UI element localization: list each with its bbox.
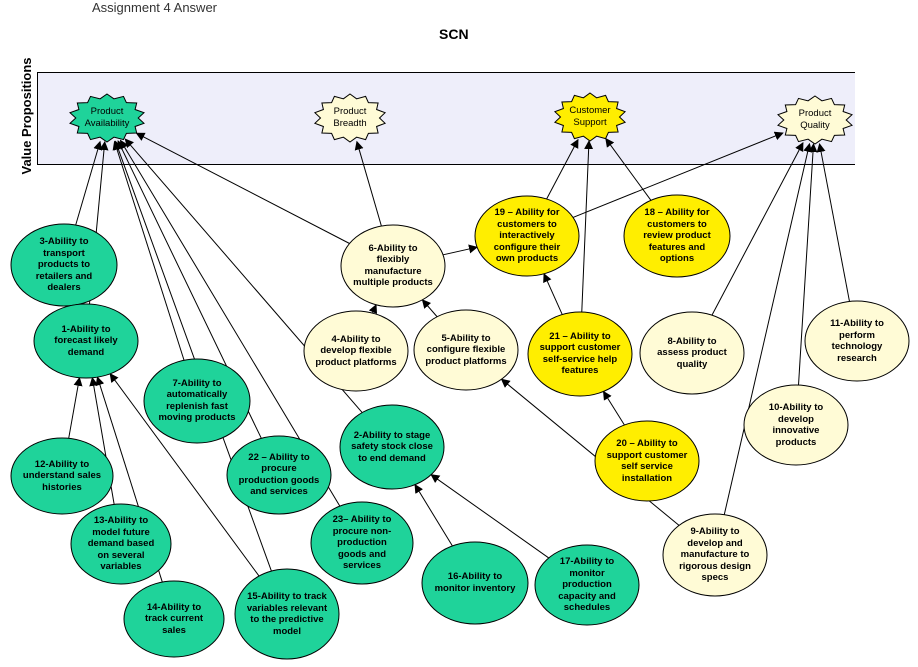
link-c9-to-pq bbox=[723, 142, 813, 515]
capability-c19[interactable] bbox=[474, 195, 580, 277]
capability-c16[interactable] bbox=[421, 541, 529, 625]
capability-c13[interactable] bbox=[70, 503, 172, 585]
capability-c15[interactable] bbox=[234, 568, 340, 660]
capability-c10[interactable] bbox=[743, 384, 849, 466]
capability-c9[interactable] bbox=[662, 513, 768, 597]
value-prop-cs[interactable] bbox=[553, 92, 627, 142]
link-c6-to-c19 bbox=[442, 244, 478, 256]
link-c15-to-c1 bbox=[109, 373, 260, 577]
link-c8-to-pq bbox=[711, 141, 804, 316]
capability-c5[interactable] bbox=[413, 309, 519, 391]
nodes-layer bbox=[10, 92, 910, 660]
link-c11-to-pq bbox=[816, 142, 850, 302]
capability-c11[interactable] bbox=[804, 300, 910, 382]
diagram-title: SCN bbox=[439, 26, 469, 42]
capability-c22[interactable] bbox=[226, 435, 332, 515]
value-prop-pq[interactable] bbox=[777, 95, 853, 145]
capability-c14[interactable] bbox=[123, 580, 225, 658]
link-c7-to-pa bbox=[112, 140, 185, 361]
link-c21-to-c19 bbox=[543, 272, 563, 315]
capability-c21[interactable] bbox=[527, 311, 633, 397]
capability-c23[interactable] bbox=[310, 501, 414, 585]
value-prop-pb[interactable] bbox=[313, 93, 387, 143]
capability-c3[interactable] bbox=[10, 223, 118, 307]
capability-c2[interactable] bbox=[339, 404, 445, 490]
capability-c18[interactable] bbox=[623, 194, 731, 278]
capability-c7[interactable] bbox=[143, 358, 251, 444]
value-prop-pa[interactable] bbox=[69, 93, 145, 143]
link-c20-to-c21 bbox=[602, 390, 625, 426]
capability-c17[interactable] bbox=[534, 544, 640, 626]
capability-c1[interactable] bbox=[33, 303, 139, 379]
link-c5-to-c6 bbox=[421, 299, 438, 318]
link-c6-to-pb bbox=[354, 140, 382, 227]
link-c17-to-c2 bbox=[430, 474, 550, 559]
capability-c6[interactable] bbox=[340, 224, 446, 308]
capability-c4[interactable] bbox=[303, 310, 409, 392]
link-c6-to-pa bbox=[135, 132, 350, 244]
link-c19-to-pq bbox=[572, 131, 784, 218]
capability-c12[interactable] bbox=[10, 437, 114, 515]
link-c16-to-c2 bbox=[414, 483, 453, 547]
assignment-title: Assignment 4 Answer bbox=[92, 0, 218, 15]
link-c18-to-cs bbox=[605, 137, 652, 201]
link-c12-to-c1 bbox=[68, 376, 83, 439]
link-c19-to-cs bbox=[546, 138, 579, 200]
link-c21-to-cs bbox=[581, 140, 594, 313]
capability-c8[interactable] bbox=[639, 311, 745, 395]
link-c10-to-pq bbox=[797, 143, 818, 386]
link-c3-to-pa bbox=[75, 140, 103, 226]
value-propositions-band bbox=[37, 72, 855, 165]
link-c4-to-c6 bbox=[368, 303, 378, 315]
capability-c20[interactable] bbox=[594, 420, 700, 502]
